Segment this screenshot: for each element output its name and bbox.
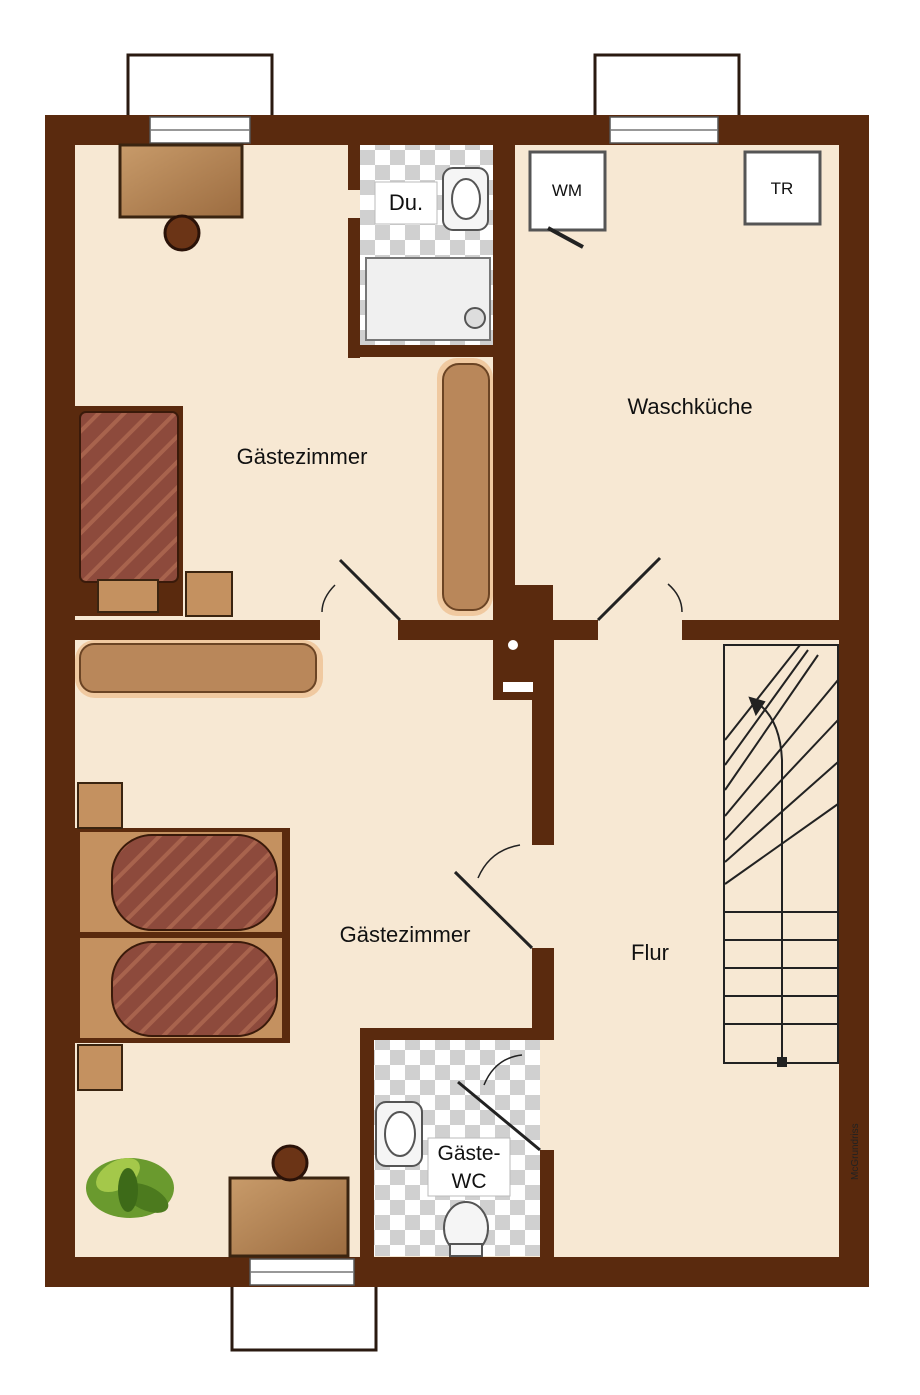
nightstand-lower-1 xyxy=(77,782,123,829)
bed-top xyxy=(75,406,233,617)
window-box-top-left xyxy=(126,53,274,127)
credit-text: McGrundriss xyxy=(850,1123,861,1180)
dryer: TR xyxy=(743,150,822,226)
chair-lower xyxy=(271,1144,309,1182)
chimney-dot xyxy=(508,640,518,650)
door-guest-lower xyxy=(453,844,534,950)
shower-tray xyxy=(365,257,491,341)
interior-walls xyxy=(75,145,839,1268)
nightstand-lower-2 xyxy=(77,1044,123,1091)
washing-machine: WM xyxy=(528,150,607,249)
shower-room: Du. xyxy=(360,145,493,345)
wc-label-line2: WC xyxy=(452,1170,487,1193)
staircase xyxy=(723,644,839,1067)
room-label-guest-bottom: Gästezimmer xyxy=(340,922,471,947)
chimney-vent xyxy=(503,682,533,692)
shower-label-box xyxy=(374,181,438,225)
guest-wc: Gäste- WC xyxy=(374,1040,541,1257)
room-label-hallway: Flur xyxy=(631,940,669,965)
wc-label-line1: Gäste- xyxy=(437,1142,500,1165)
plant xyxy=(86,1157,174,1218)
chair-top xyxy=(163,214,201,252)
room-label-laundry: Waschküche xyxy=(627,394,752,419)
wc-label-box xyxy=(427,1137,511,1197)
washing-machine-label: WM xyxy=(552,181,582,200)
window-box-top-right xyxy=(593,53,741,127)
door-laundry xyxy=(596,556,683,622)
shower-label: Du. xyxy=(389,190,423,215)
door-guest-top xyxy=(321,558,402,622)
desk-lower xyxy=(228,1144,350,1258)
nightstand-top xyxy=(185,571,233,617)
shelf-lower xyxy=(75,640,323,698)
desk-top xyxy=(118,143,244,252)
dryer-label: TR xyxy=(771,179,794,198)
room-label-guest-top: Gästezimmer xyxy=(237,444,368,469)
double-bed xyxy=(75,782,290,1091)
wardrobe-top xyxy=(437,358,493,616)
